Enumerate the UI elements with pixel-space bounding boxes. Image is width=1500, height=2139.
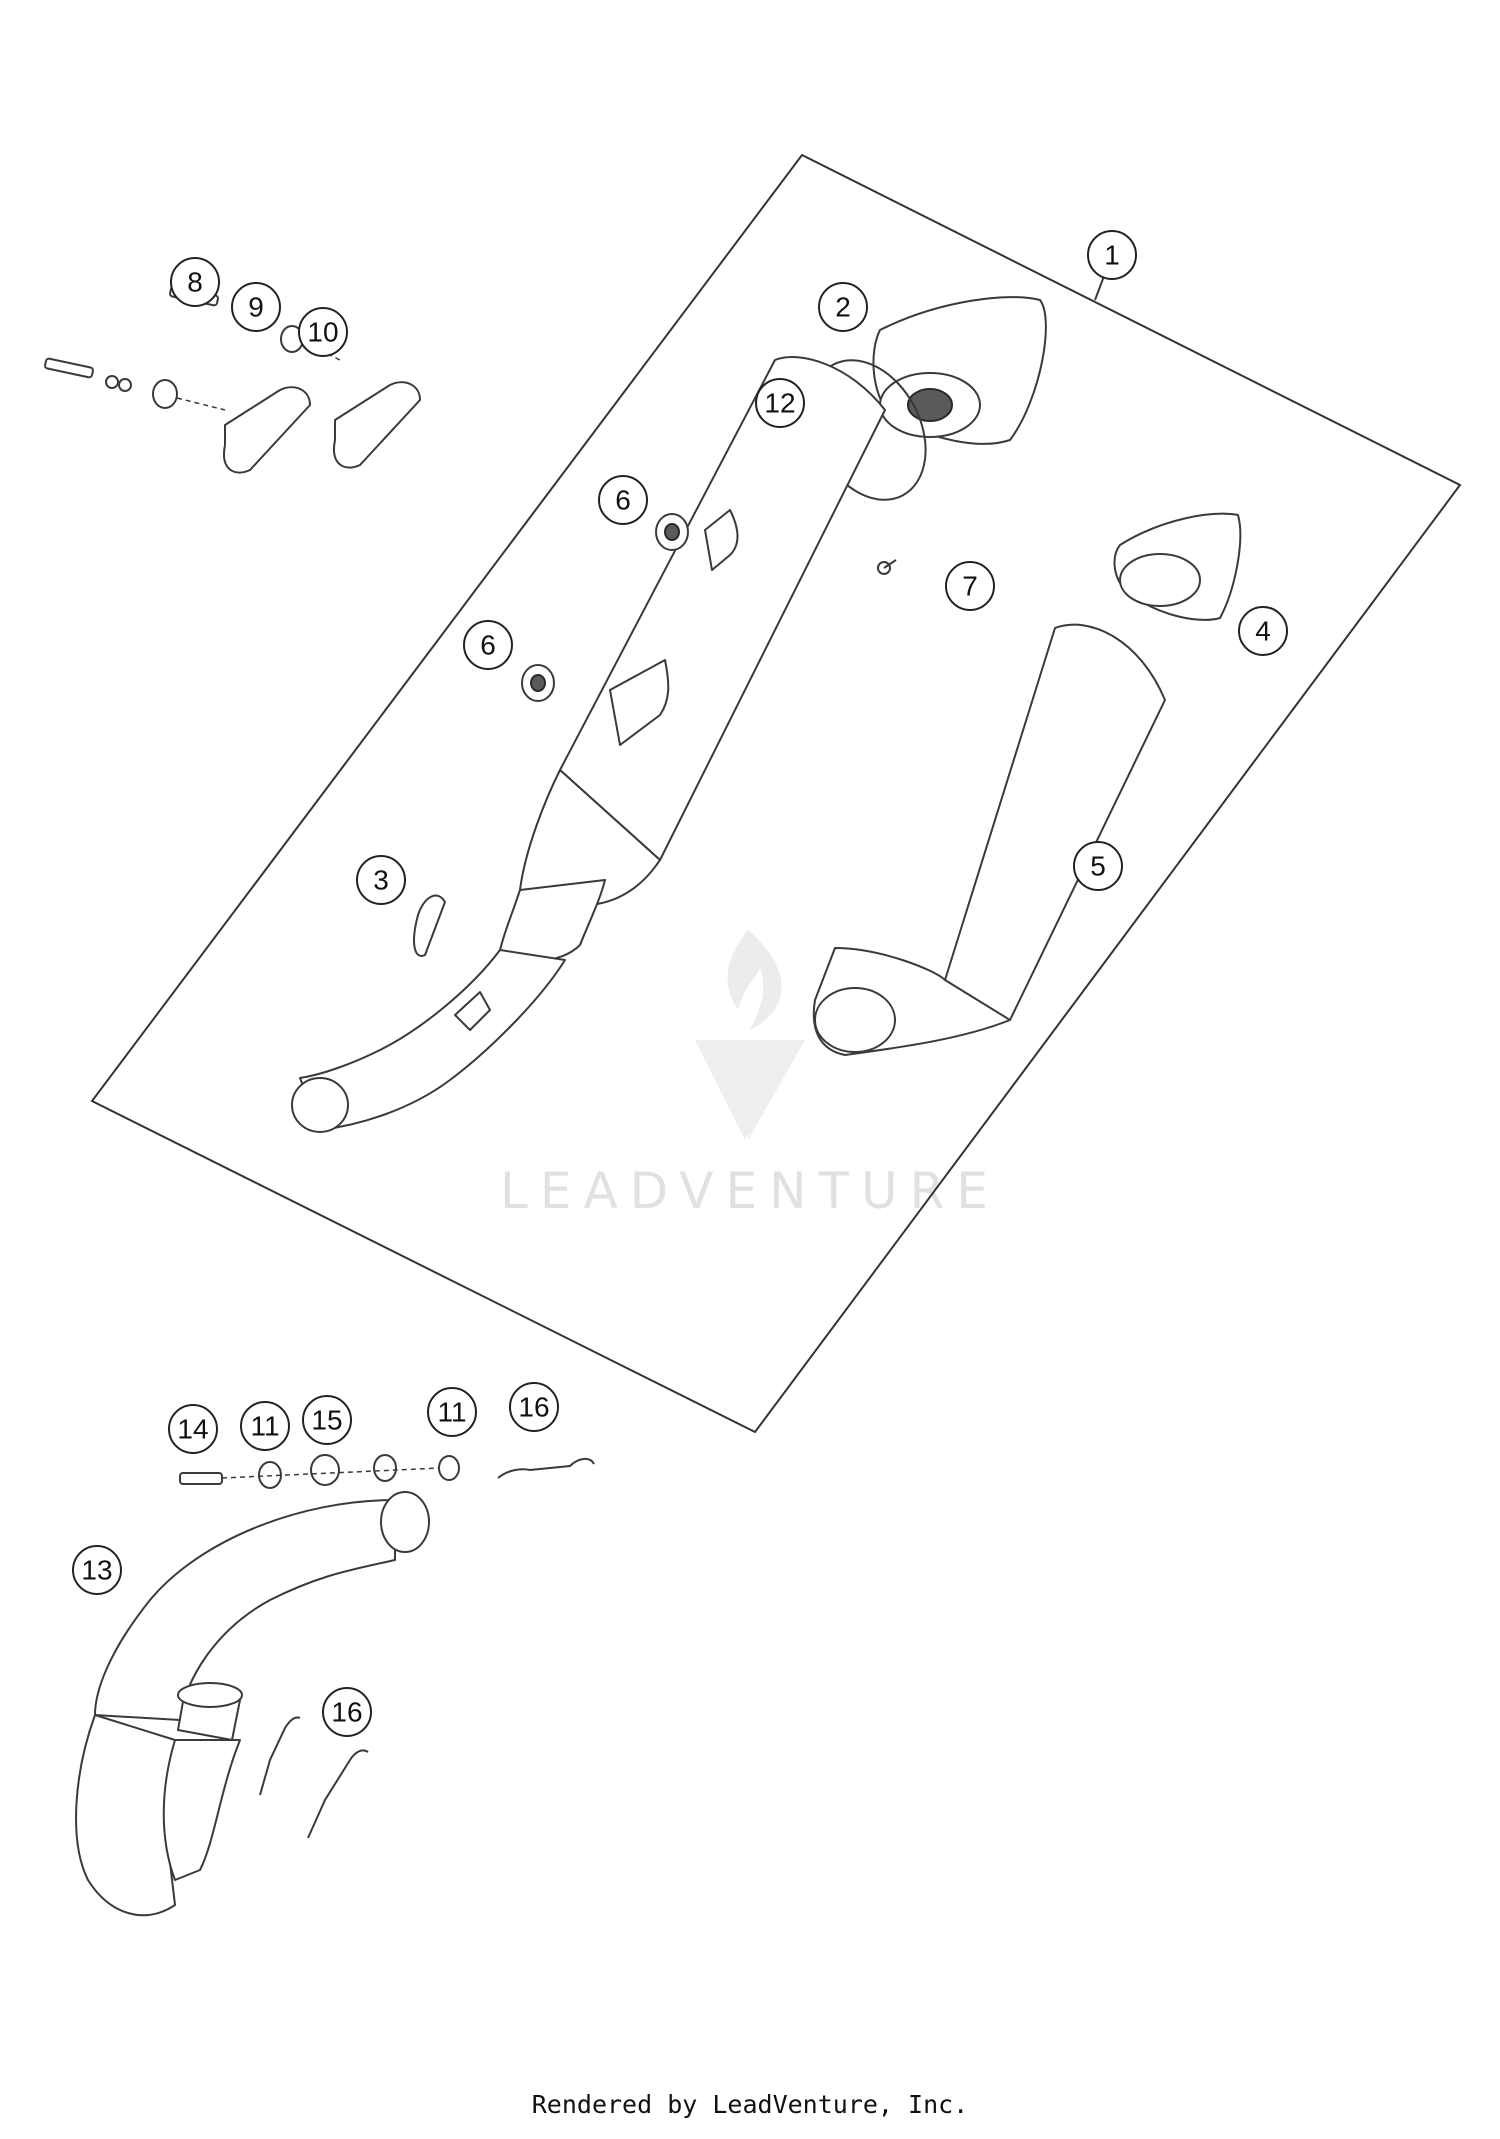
header-hardware-set	[179, 1454, 460, 1489]
callout-12: 12	[755, 378, 805, 428]
screw-part	[877, 559, 897, 575]
callout-10: 10	[298, 307, 348, 357]
callout-13-label: 13	[81, 1555, 112, 1586]
callout-11-left: 11	[240, 1401, 290, 1451]
callout-6-upper-label: 6	[615, 485, 631, 516]
callout-14-label: 14	[177, 1414, 208, 1445]
callout-14: 14	[168, 1404, 218, 1454]
callout-15-label: 15	[311, 1405, 342, 1436]
callout-6-upper: 6	[598, 475, 648, 525]
callout-10-label: 10	[307, 317, 338, 348]
callout-2-label: 2	[835, 292, 851, 323]
callout-5-label: 5	[1090, 851, 1106, 882]
callout-1: 1	[1087, 230, 1137, 280]
grommet-lower-part	[521, 664, 555, 702]
callout-4: 4	[1238, 606, 1288, 656]
silencer-sleeve-part	[812, 623, 1166, 1056]
callout-11-right-label: 11	[437, 1397, 466, 1428]
callout-9: 9	[231, 282, 281, 332]
callout-16-upper-label: 16	[518, 1392, 549, 1423]
callout-7: 7	[945, 561, 995, 611]
callout-3-label: 3	[373, 865, 389, 896]
callout-12-label: 12	[764, 388, 795, 419]
callout-16-upper: 16	[509, 1382, 559, 1432]
callout-8: 8	[170, 257, 220, 307]
upper-bracket-set	[169, 285, 421, 469]
callout-1-label: 1	[1104, 240, 1120, 271]
callout-2: 2	[818, 282, 868, 332]
callout-6-lower-label: 6	[480, 630, 496, 661]
lower-bracket-set	[44, 357, 311, 474]
end-cap-part	[872, 296, 1047, 445]
callout-11-right: 11	[427, 1387, 477, 1437]
callout-15: 15	[302, 1395, 352, 1445]
leadventure-watermark: LEADVENTURE	[500, 930, 1000, 1220]
v-logo-icon	[695, 1040, 805, 1140]
callout-6-lower: 6	[463, 620, 513, 670]
spring-upper-part	[497, 1458, 595, 1479]
header-pipe-part	[75, 1491, 430, 1917]
callout-16-lower-label: 16	[331, 1697, 362, 1728]
spring-left-part	[259, 1716, 301, 1796]
callout-5: 5	[1073, 841, 1123, 891]
callout-9-label: 9	[248, 292, 264, 323]
silencer-body-part	[291, 356, 886, 1133]
watermark-brand-text: LEADVENTURE	[500, 1162, 1000, 1220]
callout-11-left-label: 11	[250, 1411, 279, 1442]
grommet-upper-part	[655, 513, 689, 551]
callout-3: 3	[356, 855, 406, 905]
callout-16-lower: 16	[322, 1687, 372, 1737]
clamp-part	[413, 894, 446, 957]
callout-7-label: 7	[962, 571, 978, 602]
callout-13: 13	[72, 1545, 122, 1595]
callout-8-label: 8	[187, 267, 203, 298]
flame-logo-icon	[727, 930, 782, 1030]
footer-credit: Rendered by LeadVenture, Inc.	[531, 2090, 969, 2119]
assembly-frame	[90, 153, 1462, 1434]
spring-right-part	[307, 1749, 369, 1839]
callout-4-label: 4	[1255, 616, 1271, 647]
end-cap-alt-part	[1113, 512, 1242, 621]
